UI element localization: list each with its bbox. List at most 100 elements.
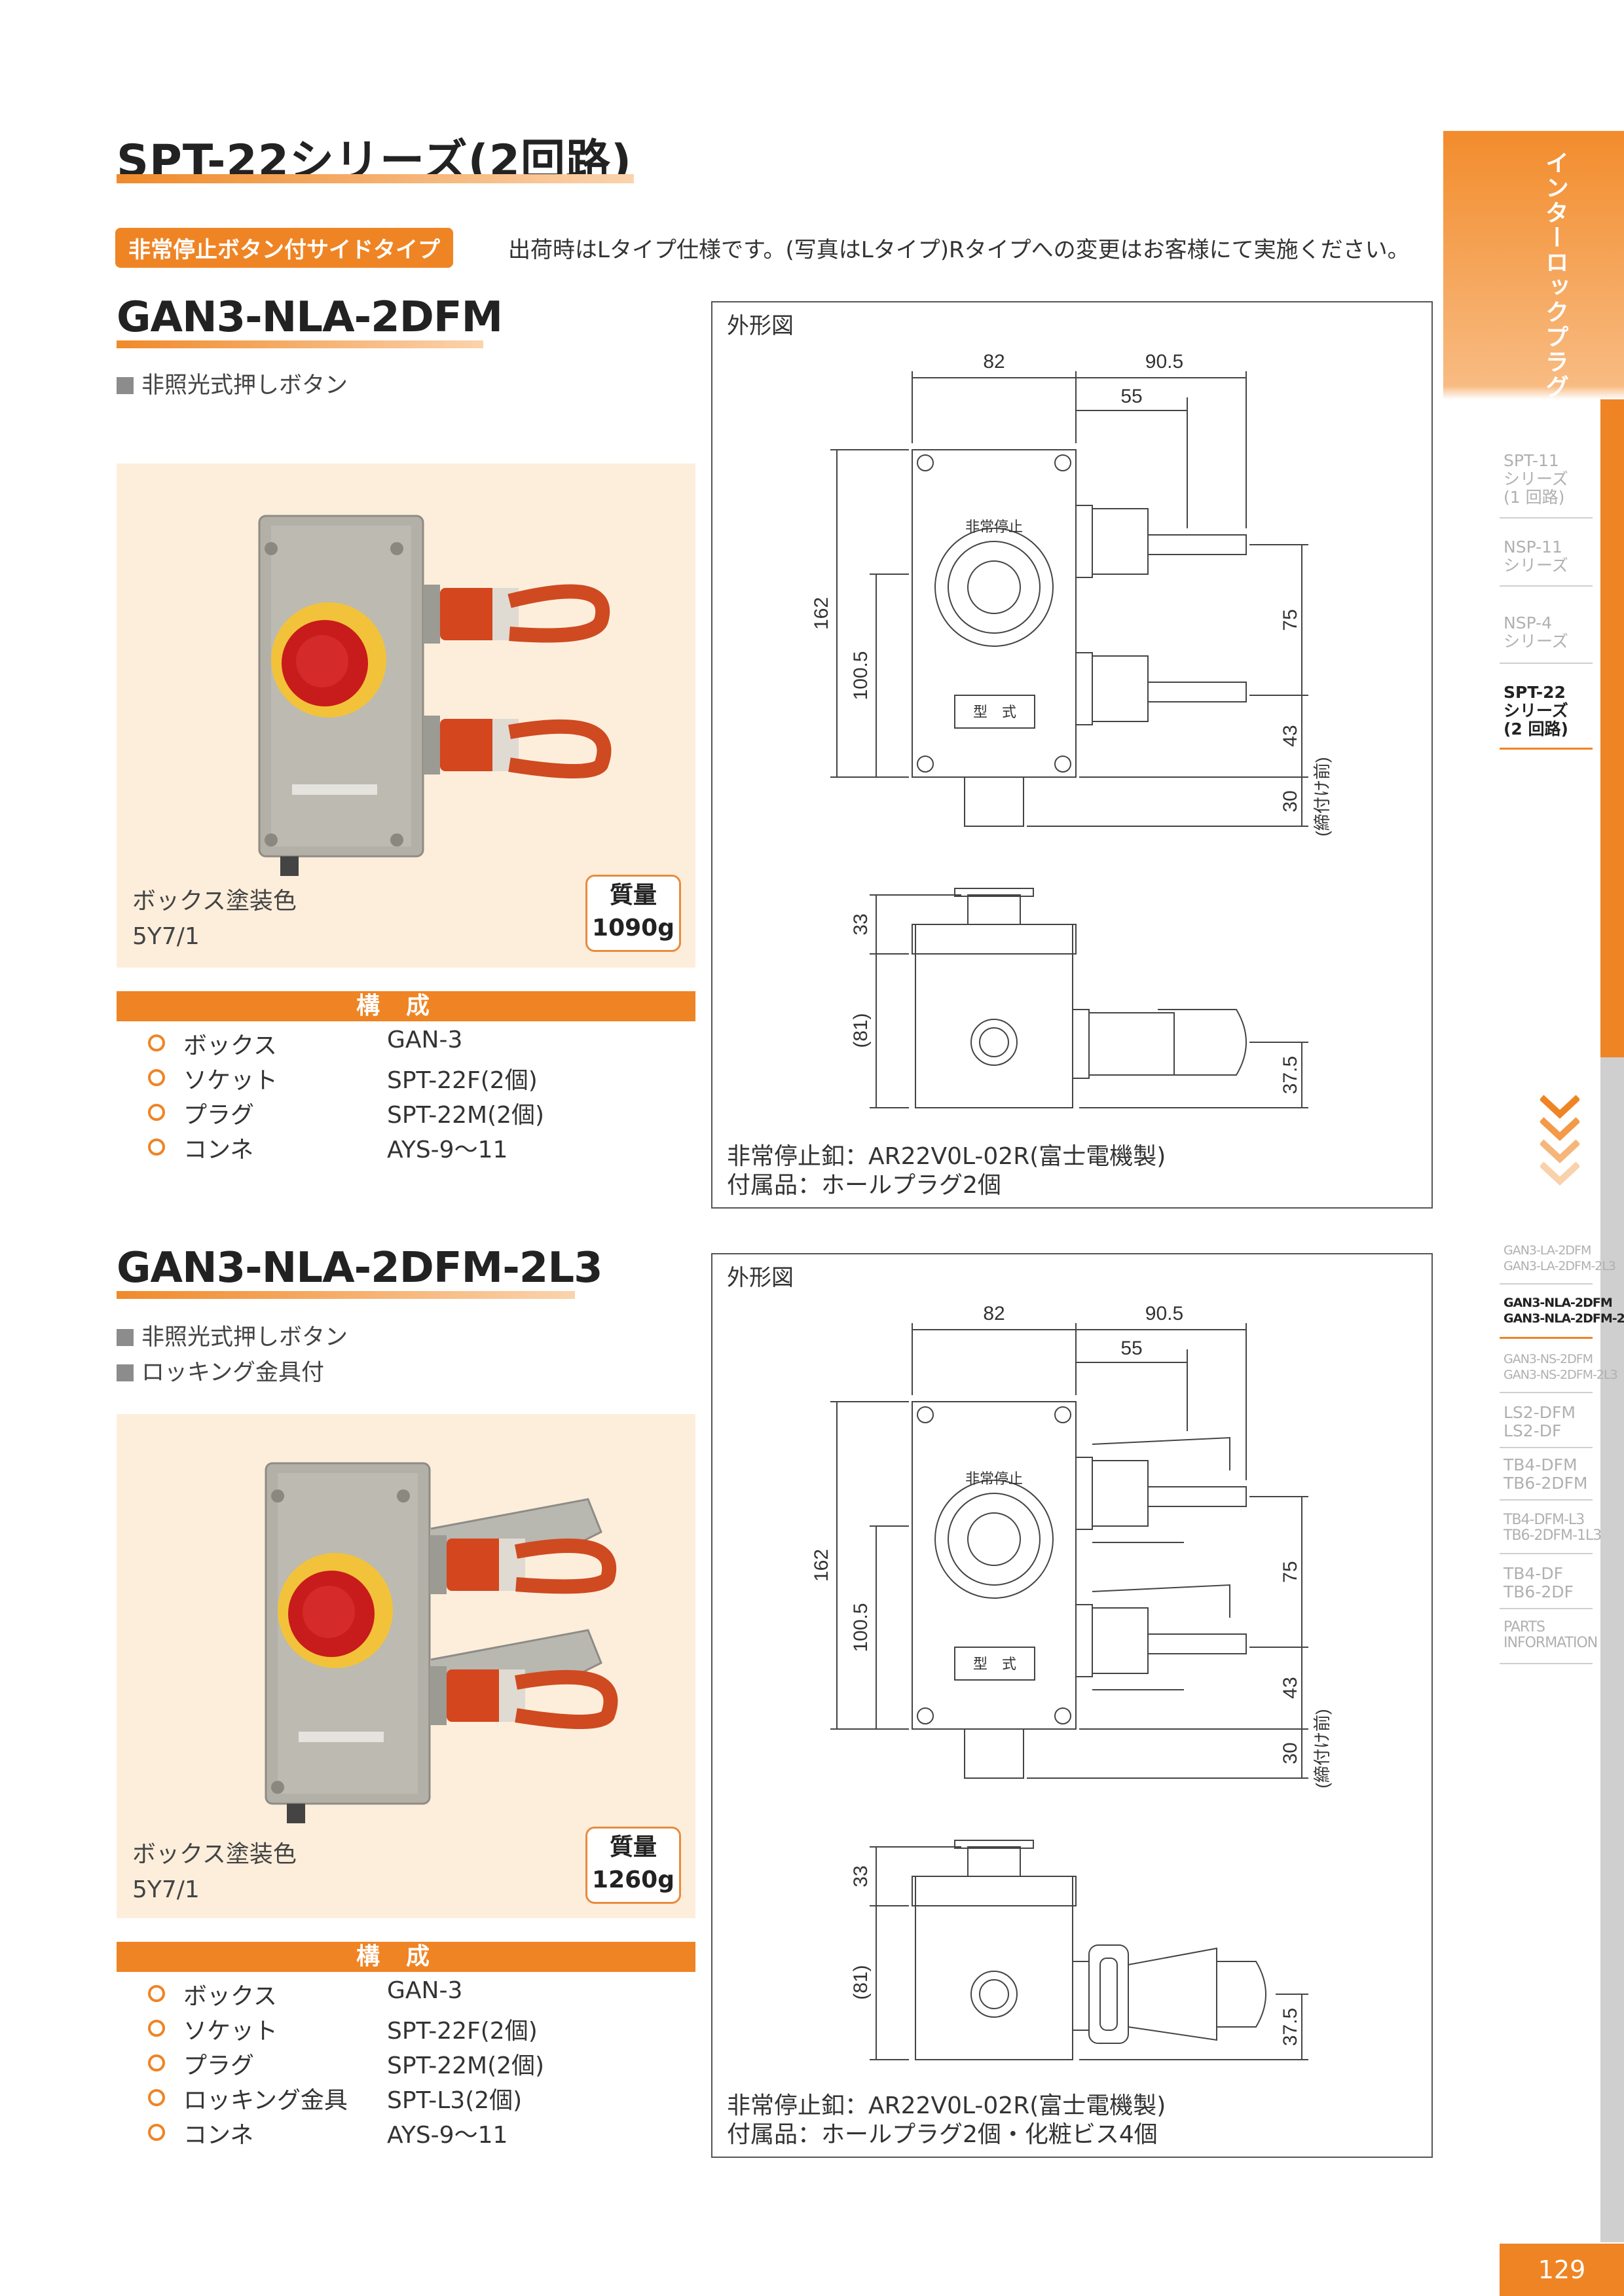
dim-label: 37.5	[1280, 2008, 1301, 2046]
category-tab[interactable]	[1443, 131, 1624, 399]
chevron-down-icon	[1540, 1095, 1579, 1119]
chevron-down-icon	[1540, 1117, 1579, 1141]
sidebar-item-nsp11[interactable]: NSP-11 シリーズ	[1504, 538, 1568, 575]
sidebar-item-tb4-dfm-l3[interactable]: TB4-DFM-L3 TB6-2DFM-1L3	[1504, 1512, 1602, 1544]
divider	[1500, 1392, 1593, 1393]
composition-header: 構成	[117, 1942, 695, 1972]
model-title: GAN3-NLA-2DFM	[117, 293, 503, 342]
dim-label: 30	[1280, 1742, 1301, 1764]
box-color-label: ボックス塗装色	[132, 1841, 297, 1868]
dim-label: 43	[1280, 1677, 1301, 1698]
drawing-note: 付属品：ホールプラグ2個	[727, 1172, 1001, 1199]
outline-drawing: 82 90.5 55 162 100.5 75 43 30 (締付け前) 型 式…	[811, 1303, 1332, 2060]
divider	[1500, 1608, 1593, 1609]
dim-label: 162	[811, 597, 832, 630]
circle-bullet-icon	[148, 1985, 165, 2002]
type-tag: 非常停止ボタン付サイドタイプ	[115, 228, 453, 268]
dim-label: (81)	[850, 1965, 872, 1999]
drawing-note: 非常停止釦：AR22V0L-02R(富士電機製)	[727, 1143, 1166, 1170]
sidebar-item-spt22[interactable]: SPT-22 シリーズ (2 回路)	[1504, 683, 1568, 738]
dim-label: 90.5	[1145, 1303, 1183, 1324]
sidebar-item-tb4-dfm[interactable]: TB4-DFM TB6-2DFM	[1504, 1455, 1588, 1493]
divider	[1500, 1283, 1593, 1285]
circle-bullet-icon	[148, 1034, 165, 1051]
button-text: 非常停止	[965, 1470, 1023, 1487]
square-bullet-icon	[117, 377, 134, 394]
sidebar-item-gan3-nla[interactable]: GAN3-NLA-2DFM GAN3-NLA-2DFM-2L3	[1504, 1296, 1624, 1326]
chevron-down-icon	[1540, 1139, 1579, 1163]
dim-label: 162	[811, 1549, 832, 1582]
shipping-notice: 出荷時はLタイプ仕様です。(写真はLタイプ)Rタイプへの変更はお客様にて実施くだ…	[508, 237, 1410, 263]
drawing-note: 付属品：ホールプラグ2個・化粧ビス4個	[727, 2121, 1158, 2148]
outline-drawing-frame: 外形図	[711, 301, 1433, 1209]
dim-label: 75	[1280, 1561, 1301, 1582]
circle-bullet-icon	[148, 1069, 165, 1086]
sidebar-accent-bar	[1600, 399, 1624, 1057]
sidebar-item-gan3-ns[interactable]: GAN3-NS-2DFM GAN3-NS-2DFM-2L3	[1504, 1352, 1618, 1382]
dim-label: 33	[850, 1865, 872, 1887]
dim-label: 75	[1280, 609, 1301, 630]
product-photo	[265, 1462, 618, 1823]
title-underline	[117, 174, 634, 183]
sidebar-item-parts[interactable]: PARTS INFORMATION	[1504, 1619, 1598, 1651]
box-color-value: 5Y7/1	[132, 1876, 200, 1903]
product-photo-panel: ボックス塗装色 5Y7/1 質量 1090g	[117, 464, 695, 968]
button-text: 非常停止	[965, 519, 1023, 535]
square-bullet-icon	[117, 1329, 134, 1346]
feature-item: 非照光式押しボタン	[117, 1319, 348, 1352]
sidebar-item-gan3-la[interactable]: GAN3-LA-2DFM GAN3-LA-2DFM-2L3	[1504, 1243, 1616, 1273]
box-color-value: 5Y7/1	[132, 923, 200, 950]
dim-label: 82	[983, 1303, 1005, 1324]
dim-label: (81)	[850, 1013, 872, 1048]
divider	[1500, 585, 1593, 587]
drawing-label: 外形図	[727, 313, 794, 339]
nameplate-text: 型 式	[973, 704, 1016, 720]
divider	[1500, 1553, 1593, 1554]
sidebar-item-ls2[interactable]: LS2-DFM LS2-DF	[1504, 1403, 1576, 1440]
dim-label: 37.5	[1280, 1056, 1301, 1094]
circle-bullet-icon	[148, 2054, 165, 2071]
dim-label: 82	[983, 351, 1005, 373]
sidebar-item-tb4-df[interactable]: TB4-DF TB6-2DF	[1504, 1564, 1574, 1601]
dim-label: 90.5	[1145, 351, 1183, 373]
dim-label: 100.5	[850, 651, 872, 700]
divider	[1500, 748, 1593, 750]
product-photo-panel: ボックス塗装色 5Y7/1 質量 1260g	[117, 1414, 695, 1918]
model-underline	[117, 1291, 575, 1299]
sidebar-item-nsp4[interactable]: NSP-4 シリーズ	[1504, 613, 1568, 651]
divider	[1500, 663, 1593, 664]
outline-drawing-frame: 外形図 82	[711, 1253, 1433, 2158]
feature-item: ロッキング金具付	[117, 1354, 324, 1387]
model-title: GAN3-NLA-2DFM-2L3	[117, 1244, 603, 1292]
dim-label: (締付け前)	[1312, 1709, 1332, 1788]
weight-badge: 質量 1260g	[585, 1827, 681, 1904]
box-color-label: ボックス塗装色	[132, 888, 297, 915]
weight-badge: 質量 1090g	[585, 875, 681, 952]
feature-item: 非照光式押しボタン	[117, 367, 348, 400]
nameplate-text: 型 式	[973, 1656, 1016, 1672]
page-number: 129	[1500, 2244, 1624, 2296]
outline-drawing: 82 90.5 55 162 100.5 75 43 30 (締付け前) 型 式…	[811, 351, 1332, 1108]
circle-bullet-icon	[148, 1139, 165, 1156]
dim-label: 55	[1120, 386, 1142, 407]
dim-label: 43	[1280, 725, 1301, 746]
drawing-note: 非常停止釦：AR22V0L-02R(富士電機製)	[727, 2092, 1166, 2119]
drawing-label: 外形図	[727, 1265, 794, 1291]
dim-label: 30	[1280, 790, 1301, 812]
category-tab-label: インターロックプラグユニット	[1541, 151, 1568, 499]
circle-bullet-icon	[148, 1104, 165, 1121]
square-bullet-icon	[117, 1364, 134, 1381]
divider	[1500, 1499, 1593, 1501]
circle-bullet-icon	[148, 2089, 165, 2106]
divider	[1500, 1663, 1593, 1664]
sidebar-item-spt11[interactable]: SPT-11 シリーズ (1 回路)	[1504, 451, 1568, 507]
composition-header: 構成	[117, 991, 695, 1021]
